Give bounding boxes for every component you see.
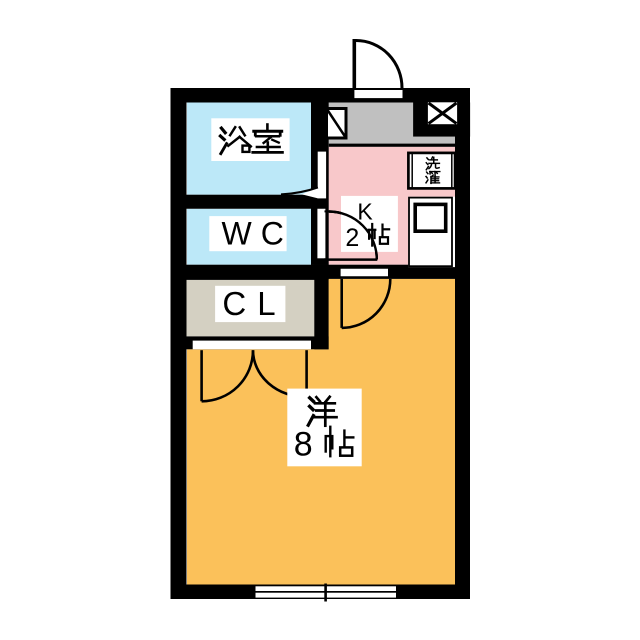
svg-text:8: 8 — [294, 425, 313, 463]
svg-text:2: 2 — [345, 224, 359, 252]
svg-text:CL: CL — [222, 285, 286, 322]
svg-text:K: K — [357, 199, 373, 225]
svg-text:WC: WC — [222, 216, 293, 252]
